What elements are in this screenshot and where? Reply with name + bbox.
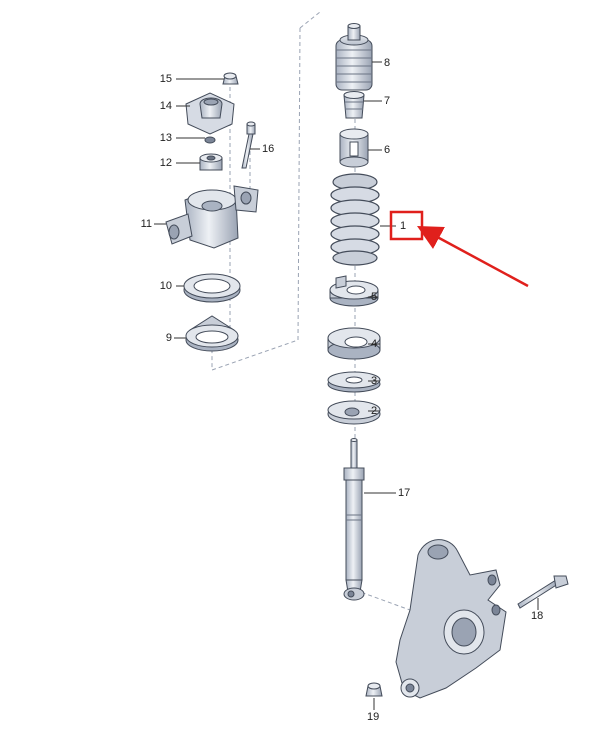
callout-4: 4 bbox=[371, 338, 378, 350]
part-13-nut bbox=[204, 136, 216, 144]
callout-1: 1 bbox=[400, 220, 407, 232]
part-15-nut bbox=[222, 72, 239, 85]
part-19-nut bbox=[365, 682, 383, 697]
callout-9: 9 bbox=[165, 332, 172, 344]
part-8-protective-boot bbox=[335, 23, 373, 91]
callout-18: 18 bbox=[531, 610, 544, 622]
callout-11: 11 bbox=[140, 218, 152, 230]
callout-3: 3 bbox=[371, 375, 378, 387]
part-11-mount-bracket bbox=[165, 185, 259, 249]
part-5-spring-seat bbox=[329, 275, 379, 307]
part-7-buffer bbox=[343, 91, 365, 119]
callout-15: 15 bbox=[159, 73, 172, 85]
part-10-seal-ring bbox=[183, 273, 241, 303]
callout-13: 13 bbox=[159, 132, 172, 144]
highlight-box bbox=[389, 210, 424, 241]
part-1-coil-spring bbox=[330, 173, 380, 266]
callout-17: 17 bbox=[398, 487, 411, 499]
callout-5: 5 bbox=[371, 291, 378, 303]
callout-19: 19 bbox=[367, 711, 380, 723]
leader-lines bbox=[154, 61, 539, 710]
callout-12: 12 bbox=[159, 157, 172, 169]
part-17-shock-absorber bbox=[343, 438, 365, 601]
callout-16: 16 bbox=[262, 143, 275, 155]
part-4-spring-pad bbox=[327, 327, 381, 360]
part-14-top-mount bbox=[185, 92, 235, 135]
part-2-lower-seat bbox=[327, 400, 381, 425]
part-9-isolator bbox=[185, 315, 239, 352]
wheel-carrier bbox=[395, 539, 507, 699]
assembly-guide-lines bbox=[211, 11, 411, 611]
callout-14: 14 bbox=[159, 100, 172, 112]
callout-2: 2 bbox=[371, 405, 378, 417]
callout-7: 7 bbox=[384, 95, 391, 107]
callout-8: 8 bbox=[384, 57, 391, 69]
part-18-bolt bbox=[517, 575, 569, 609]
part-16-bolt bbox=[241, 121, 256, 169]
part-3-washer bbox=[327, 371, 381, 393]
callout-10: 10 bbox=[159, 280, 172, 292]
part-12-bearing bbox=[199, 153, 223, 171]
highlight-arrow bbox=[417, 226, 529, 288]
part-6-cap bbox=[339, 128, 369, 168]
callout-6: 6 bbox=[384, 144, 391, 156]
